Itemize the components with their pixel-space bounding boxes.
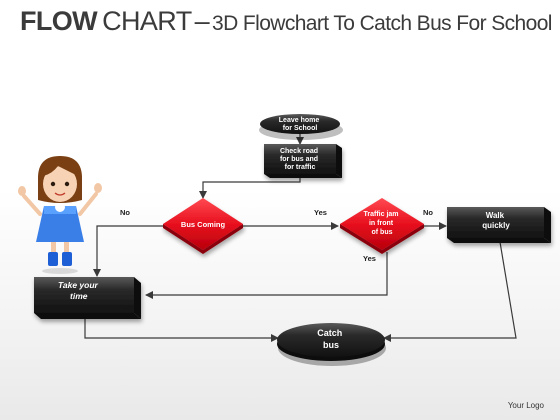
- edge-label-no-right: No: [423, 208, 433, 217]
- node-walk-quickly: Walk quickly: [447, 207, 551, 243]
- edge-check-to-bus-coming: [199, 176, 301, 199]
- node-check-line1: Check road: [280, 148, 318, 155]
- node-catch-line2: bus: [323, 340, 339, 350]
- node-take-time-line1: Take your: [58, 280, 99, 290]
- edge-walk-to-catch: [383, 241, 517, 342]
- svg-text:Take your time: Take your time: [58, 280, 100, 301]
- title-subtitle: 3D Flowchart To Catch Bus For School: [212, 12, 552, 35]
- svg-text:Walk quickly: Walk quickly: [482, 211, 510, 230]
- footer-logo-text: Your Logo: [507, 401, 544, 410]
- node-traffic-line2: in front: [369, 220, 394, 227]
- node-check-line2: for bus and: [280, 156, 318, 163]
- connectors: [84, 134, 517, 342]
- page-title: FLOW CHART – 3D Flowchart To Catch Bus F…: [20, 6, 552, 42]
- title-regular: CHART: [102, 6, 192, 36]
- svg-text:Catch bus: Catch bus: [317, 328, 345, 350]
- edge-label-yes-mid: Yes: [314, 208, 327, 217]
- svg-text:Traffic jam in front: Traffic jam in front of bus: [364, 211, 401, 236]
- girl-icon: [18, 156, 102, 274]
- node-leave-home: Leave home for School: [259, 114, 343, 140]
- node-check-road: Check road for bus and for traffic: [264, 144, 342, 178]
- node-traffic-line3: of bus: [372, 229, 393, 236]
- node-catch-line1: Catch: [317, 328, 342, 338]
- svg-text:Check road for bus an: Check road for bus and for traffic: [280, 148, 320, 171]
- node-bus-coming-label: Bus Coming: [181, 220, 226, 229]
- node-traffic-jam: Traffic jam in front of bus: [340, 198, 424, 254]
- title-dash: –: [194, 6, 210, 36]
- edge-traffic-yes: [145, 252, 388, 299]
- node-traffic-line1: Traffic jam: [364, 211, 399, 218]
- svg-text:Leave home for School: Leave home for School: [279, 117, 321, 132]
- node-bus-coming: Bus Coming: [163, 198, 243, 254]
- edge-bus-coming-no: [93, 225, 163, 277]
- node-take-your-time: Take your time: [34, 277, 141, 319]
- node-walk-line2: quickly: [482, 221, 510, 230]
- node-leave-home-line1: Leave home: [279, 117, 320, 124]
- edge-label-yes-down: Yes: [363, 254, 376, 263]
- node-leave-home-line2: for School: [283, 125, 318, 132]
- node-walk-line1: Walk: [486, 211, 505, 220]
- node-take-time-line2: time: [70, 291, 88, 301]
- node-check-line3: for traffic: [285, 164, 316, 171]
- node-catch-bus: Catch bus: [277, 323, 386, 366]
- edge-label-no-left: No: [120, 208, 130, 217]
- title-bold: FLOW: [20, 6, 98, 36]
- edge-take-time-to-catch: [84, 318, 279, 342]
